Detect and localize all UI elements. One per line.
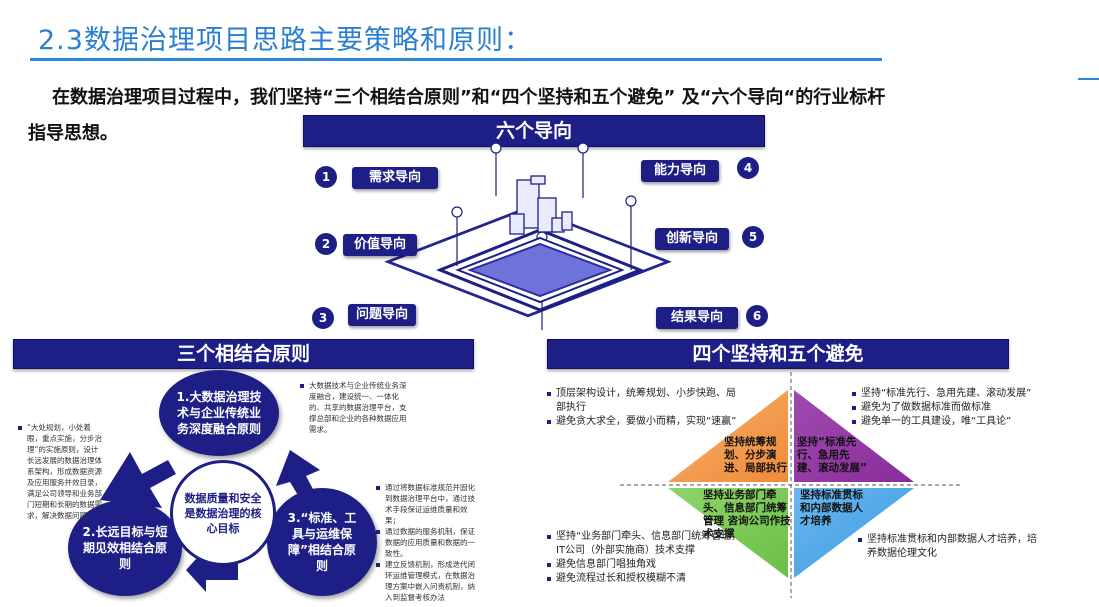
quadrant-tr-label: 坚持“标准先行、急用先建、滚动发展” <box>797 436 867 474</box>
note-text: 通过将数据标准规范并固化到数据治理平台中，通过技术手段保证运维质量和效果； <box>376 482 476 526</box>
platform-illustration <box>384 142 672 330</box>
title-underline <box>30 58 882 61</box>
intro-line-2: 指导思想。 <box>28 123 118 144</box>
orientation-result: 结果导向 <box>656 307 738 329</box>
br-bullets: 坚持标准贯标和内部数据人才培养，培养数据伦理文化 <box>858 533 1038 561</box>
bullet-text: 顶层架构设计，统筹规划、小步快跑、局部执行 <box>547 387 737 415</box>
bullet-text: 避免信息部门唱独角戏 <box>547 558 743 572</box>
principle-2-circle: 2.长远目标与短期见效相结合原则 <box>68 500 182 596</box>
core-target-label: 数据质量和安全是数据治理的核心目标 <box>184 491 262 535</box>
orientation-capability: 能力导向 <box>641 160 719 182</box>
quadrant-br-label: 坚持标准贯标和内部数据人才培养 <box>800 489 863 527</box>
bullet-text: 坚持“业务部门牵头、信息部门统筹管理，IT公司（外部实施商）技术支撑 <box>547 530 743 558</box>
three-principles-banner: 三个相结合原则 <box>13 339 474 369</box>
principle-1-circle: 1.大数据治理技术与企业传统业务深度融合原则 <box>159 370 279 456</box>
principle-3-notes: 通过将数据标准规范并固化到数据治理平台中，通过技术手段保证运维质量和效果； 通过… <box>376 482 476 603</box>
principle-1-note: 大数据技术与企业传统业务深度融合，建设统一、一体化的、共享的数据治理平台，支撑总… <box>300 380 412 435</box>
bullet-text: 坚持标准贯标和内部数据人才培养，培养数据伦理文化 <box>858 533 1038 561</box>
orientation-demand: 需求导向 <box>352 167 438 189</box>
six-orientation-banner: 六个导向 <box>303 115 765 147</box>
orientation-number: 2 <box>315 233 337 255</box>
quadrant-bl-label: 坚持业务部门牵头、信息部门统筹管理 咨询公司作技术支撑 <box>703 489 791 540</box>
orientation-number: 3 <box>312 307 334 329</box>
note-text: 通过数据的服务机制，保证数据的应用质量和数据的一致性。 <box>376 526 476 559</box>
note-text: 建立反馈机制，形成迭代闭环运维管理模式，在数据治理方案中嵌入问责机制，纳入到监督… <box>376 559 476 603</box>
principle-3-circle: 3.“标准、工具与运维保障”相结合原则 <box>267 488 377 596</box>
orientation-number: 5 <box>742 226 764 248</box>
orientation-innovation: 创新导向 <box>655 228 729 250</box>
corner-mark <box>1078 78 1099 80</box>
quadrant-tl-label: 坚持统筹规划、分步演进、局部执行 <box>724 436 787 474</box>
quadrant-diamond <box>620 372 960 598</box>
orientation-problem: 问题导向 <box>348 304 416 326</box>
bullet-text: 避免贪大求全，要做小而精，实现“速赢” <box>547 415 737 429</box>
principle-1-label: 1.大数据治理技术与企业传统业务深度融合原则 <box>176 390 262 436</box>
principle-3-label: 3.“标准、工具与运维保障”相结合原则 <box>287 511 357 573</box>
bullet-text: 避免单一的工具建设，唯“工具论” <box>852 415 1052 429</box>
four-persistence-banner: 四个坚持和五个避免 <box>547 339 1009 369</box>
bl-bullets: 坚持“业务部门牵头、信息部门统筹管理，IT公司（外部实施商）技术支撑 避免信息部… <box>547 530 743 586</box>
note-text: “大处规划，小处着眼，重点实施，分步治理”的实施原则，设计长远发展的数据治理体系… <box>18 422 104 521</box>
principle-2-label: 2.长远目标与短期见效相结合原则 <box>82 525 168 571</box>
tr-bullets: 坚持“标准先行、急用先建、滚动发展” 避免为了做数据标准而做标准 避免单一的工具… <box>852 387 1052 429</box>
bullet-text: 避免流程过长和授权模糊不清 <box>547 572 743 586</box>
page-title: 2.3数据治理项目思路主要策略和原则： <box>38 25 532 56</box>
bullet-text: 坚持“标准先行、急用先建、滚动发展” <box>852 387 1052 401</box>
orientation-number: 1 <box>315 166 337 188</box>
orientation-number: 4 <box>737 157 759 179</box>
core-target-circle: 数据质量和安全是数据治理的核心目标 <box>170 460 276 566</box>
tl-bullets: 顶层架构设计，统筹规划、小步快跑、局部执行 避免贪大求全，要做小而精，实现“速赢… <box>547 387 737 429</box>
principle-2-note: “大处规划，小处着眼，重点实施，分步治理”的实施原则，设计长远发展的数据治理体系… <box>18 422 104 521</box>
intro-line-1: 在数据治理项目过程中，我们坚持“三个相结合原则”和“四个坚持和五个避免” 及“六… <box>52 87 886 108</box>
bullet-text: 避免为了做数据标准而做标准 <box>852 401 1052 415</box>
note-text: 大数据技术与企业传统业务深度融合，建设统一、一体化的、共享的数据治理平台，支撑总… <box>300 380 412 435</box>
orientation-number: 6 <box>746 305 768 327</box>
orientation-value: 价值导向 <box>343 234 417 256</box>
